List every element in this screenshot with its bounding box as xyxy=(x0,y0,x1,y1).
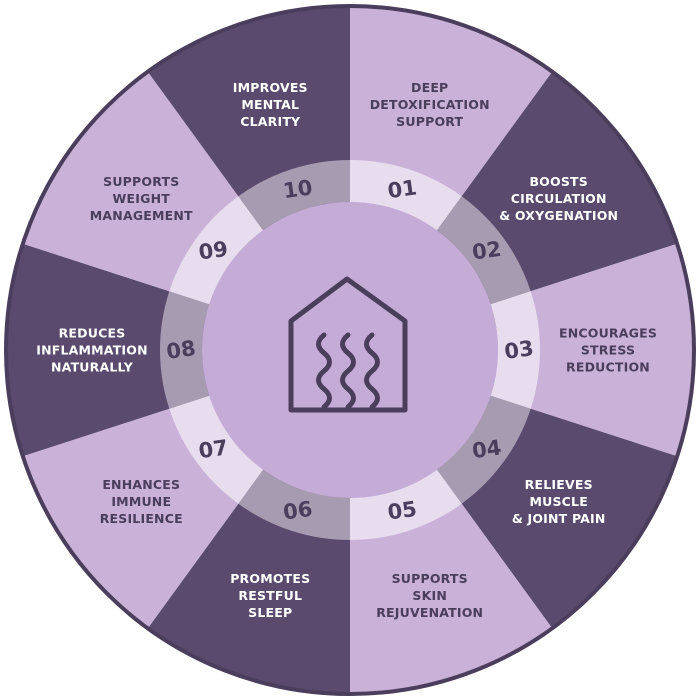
number-ring xyxy=(160,160,540,541)
segment-label-line: REDUCES xyxy=(59,326,126,341)
segment-number-08: 08 xyxy=(165,336,197,364)
segment-label-line: RESTFUL xyxy=(238,588,302,603)
ring-sector-02 xyxy=(436,196,531,305)
segment-number-09: 09 xyxy=(197,237,229,265)
segment-number-02: 02 xyxy=(471,237,503,265)
segment-label-line: NATURALLY xyxy=(51,360,134,375)
ring-sector-10 xyxy=(238,160,350,231)
segment-label-line: BOOSTS xyxy=(529,174,588,189)
ring-sector-08 xyxy=(160,291,210,409)
segment-label-line: SUPPORT xyxy=(396,114,463,129)
center-disc xyxy=(202,202,498,498)
segment-label-10: IMPROVES MENTAL CLARITY xyxy=(233,80,308,129)
ring-sector-06 xyxy=(238,469,350,541)
segment-label-07: ENHANCES IMMUNE RESILIENCE xyxy=(100,477,183,526)
segment-label-09: SUPPORTS WEIGHT MANAGEMENT xyxy=(90,174,193,223)
segment-label-line: ENCOURAGES xyxy=(559,326,657,341)
labels-layer: 01 DEEP DETOXIFICATION SUPPORT 02 BOOSTS CIRCU… xyxy=(36,80,657,620)
segment-label-line: MENTAL xyxy=(241,97,299,112)
segment-label-line: REJUVENATION xyxy=(376,605,483,620)
segment-label-line: MANAGEMENT xyxy=(90,208,193,223)
segment-label-line: DETOXIFICATION xyxy=(370,97,490,112)
segment-label-line: SLEEP xyxy=(248,605,292,620)
segment-label-line: MUSCLE xyxy=(529,494,587,509)
segment-label-06: PROMOTES RESTFUL SLEEP xyxy=(230,571,310,620)
segment-label-line: & JOINT PAIN xyxy=(512,511,606,526)
segment-number-10: 10 xyxy=(282,175,314,203)
ring-sector-07 xyxy=(169,395,264,504)
segment-label-line: IMPROVES xyxy=(233,80,308,95)
sauna-heat-house-icon xyxy=(288,276,408,413)
segment-number-07: 07 xyxy=(197,435,229,463)
ring-sector-04 xyxy=(436,395,531,504)
segment-number-03: 03 xyxy=(503,336,535,364)
segment-label-line: SKIN xyxy=(412,588,447,603)
segment-label-line: WEIGHT xyxy=(113,191,171,206)
ring-sector-01 xyxy=(350,160,462,231)
segment-label-line: RELIEVES xyxy=(525,477,593,492)
segment-label-line: SUPPORTS xyxy=(103,174,179,189)
segment-number-05: 05 xyxy=(386,497,418,525)
segment-number-04: 04 xyxy=(471,435,503,463)
segment-label-03: ENCOURAGES STRESS REDUCTION xyxy=(559,326,657,375)
segment-number-01: 01 xyxy=(386,175,418,203)
segment-number-06: 06 xyxy=(282,497,314,525)
segment-label-line: ENHANCES xyxy=(102,477,180,492)
ring-sector-03 xyxy=(490,291,540,409)
segment-label-05: SUPPORTS SKIN REJUVENATION xyxy=(376,571,483,620)
segment-label-line: CIRCULATION xyxy=(511,191,607,206)
segment-label-line: & OXYGENATION xyxy=(499,208,618,223)
ring-sector-09 xyxy=(169,196,264,305)
segment-label-line: INFLAMMATION xyxy=(36,343,148,358)
segment-label-line: DEEP xyxy=(411,80,448,95)
ring-sector-05 xyxy=(350,469,462,540)
segment-label-line: RESILIENCE xyxy=(100,511,183,526)
segment-label-04: RELIEVES MUSCLE & JOINT PAIN xyxy=(512,477,606,526)
segment-label-01: DEEP DETOXIFICATION SUPPORT xyxy=(370,80,490,129)
segment-label-line: STRESS xyxy=(581,343,635,358)
segment-label-line: SUPPORTS xyxy=(392,571,468,586)
outer-border xyxy=(4,4,696,696)
segment-label-08: REDUCES INFLAMMATION NATURALLY xyxy=(36,326,148,375)
segment-label-02: BOOSTS CIRCULATION & OXYGENATION xyxy=(499,174,618,223)
segment-label-line: IMMUNE xyxy=(111,494,171,509)
segment-label-line: REDUCTION xyxy=(566,360,650,375)
segment-label-line: CLARITY xyxy=(240,114,301,129)
segment-label-line: PROMOTES xyxy=(230,571,310,586)
